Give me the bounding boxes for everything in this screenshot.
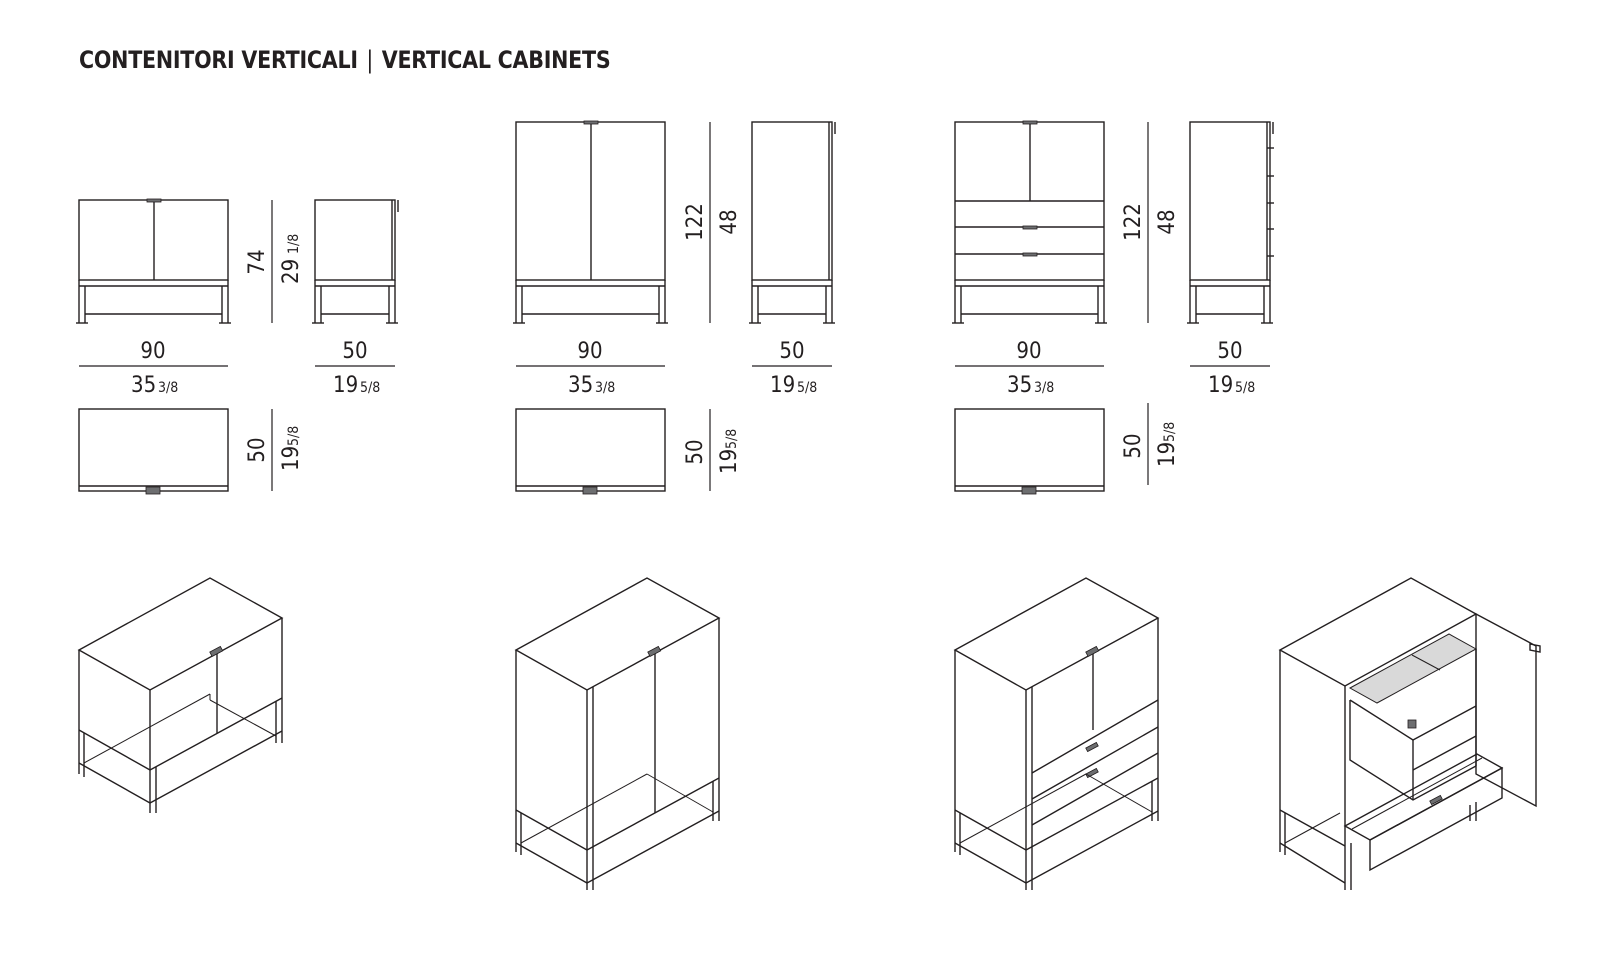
- cabinet-1-depth-in-fraction: 5/8: [360, 380, 380, 396]
- cabinet-2-height-dimension: 122 48: [683, 122, 742, 323]
- cabinet-1-front-view: [76, 198, 231, 324]
- cabinet-1-plan-depth-dimension: 50 19 5/8: [245, 409, 304, 491]
- cabinet-2-plan-depth-in-fraction: 5/8: [724, 429, 740, 449]
- cabinet-3-depth-dimension: 50 19 5/8: [1190, 339, 1270, 398]
- cabinet-2-width-in: 35: [568, 373, 593, 398]
- cabinet-3-plan-view: [954, 408, 1105, 495]
- cabinet-3-front-view: [952, 120, 1107, 324]
- cabinet-2-height-cm: 122: [683, 203, 708, 241]
- cabinet-1-plan-depth-cm: 50: [245, 437, 270, 462]
- cabinet-3-isometric-open-view: [1278, 577, 1541, 890]
- cabinet-3-height-in: 48: [1155, 209, 1180, 234]
- cabinet-3-side-view: [1187, 121, 1274, 324]
- cabinet-2-width-dimension: 90 35 3/8: [516, 339, 665, 398]
- cabinet-2-height-in: 48: [717, 209, 742, 234]
- cabinet-2-depth-in: 19: [770, 373, 795, 398]
- cabinet-1-width-in-fraction: 3/8: [158, 380, 178, 396]
- cabinet-3-height-dimension: 122 48: [1121, 122, 1180, 323]
- cabinet-2-isometric-view: [514, 577, 721, 890]
- title-english: VERTICAL CABINETS: [381, 46, 611, 74]
- cabinet-3-depth-in: 19: [1208, 373, 1233, 398]
- cabinet-1-plan-depth-in: 19: [279, 446, 304, 471]
- cabinet-3-isometric-view: [953, 577, 1160, 890]
- cabinet-2-side-view: [749, 121, 836, 324]
- cabinet-2-plan-view: [515, 408, 666, 495]
- cabinet-1-side-view: [312, 199, 399, 324]
- cabinet-3-width-in: 35: [1007, 373, 1032, 398]
- cabinet-3-depth-cm: 50: [1217, 339, 1242, 364]
- cabinet-1-depth-in: 19: [333, 373, 358, 398]
- cabinet-1-width-in: 35: [131, 373, 156, 398]
- page-title: CONTENITORI VERTICALI |VERTICAL CABINETS: [79, 46, 611, 74]
- cabinet-1-isometric-view: [77, 577, 284, 813]
- cabinet-2-depth-in-fraction: 5/8: [797, 380, 817, 396]
- cabinet-2-front-view: [513, 120, 668, 324]
- cabinet-1-depth-cm: 50: [342, 339, 367, 364]
- cabinet-3-width-dimension: 90 35 3/8: [955, 339, 1104, 398]
- cabinet-3-plan-depth-cm: 50: [1121, 433, 1146, 458]
- cabinet-1-width-dimension: 90 35 3/8: [79, 339, 228, 398]
- cabinet-3-width-in-fraction: 3/8: [1034, 380, 1054, 396]
- cabinet-1-plan-depth-in-fraction: 5/8: [286, 426, 302, 446]
- cabinet-1-width-cm: 90: [140, 339, 165, 364]
- cabinet-1-height-in-fraction: 1/8: [286, 234, 302, 254]
- title-separator: |: [366, 46, 374, 74]
- cabinet-2-plan-depth-dimension: 50 19 5/8: [683, 409, 742, 491]
- cabinet-2-width-cm: 90: [577, 339, 602, 364]
- cabinet-3-plan-depth-in: 19: [1155, 442, 1180, 467]
- cabinet-2-plan-depth-in: 19: [717, 449, 742, 474]
- cabinet-2-plan-depth-cm: 50: [683, 439, 708, 464]
- cabinet-3-height-cm: 122: [1121, 203, 1146, 241]
- cabinet-3-plan-depth-dimension: 50 19 5/8: [1121, 403, 1180, 485]
- cabinet-1-height-cm: 74: [245, 249, 270, 274]
- cabinet-2-width-in-fraction: 3/8: [595, 380, 615, 396]
- cabinet-1-depth-dimension: 50 19 5/8: [315, 339, 395, 398]
- cabinet-3-width-cm: 90: [1016, 339, 1041, 364]
- title-italian: CONTENITORI VERTICALI: [79, 46, 358, 74]
- cabinet-2-depth-cm: 50: [779, 339, 804, 364]
- cabinet-1-plan-view: [78, 408, 229, 495]
- cabinet-3-depth-in-fraction: 5/8: [1235, 380, 1255, 396]
- cabinet-1-height-dimension: 74 29 1/8: [245, 200, 304, 323]
- cabinet-3-plan-depth-in-fraction: 5/8: [1162, 422, 1178, 442]
- cabinet-1-height-in: 29: [279, 259, 304, 284]
- cabinet-2-depth-dimension: 50 19 5/8: [752, 339, 832, 398]
